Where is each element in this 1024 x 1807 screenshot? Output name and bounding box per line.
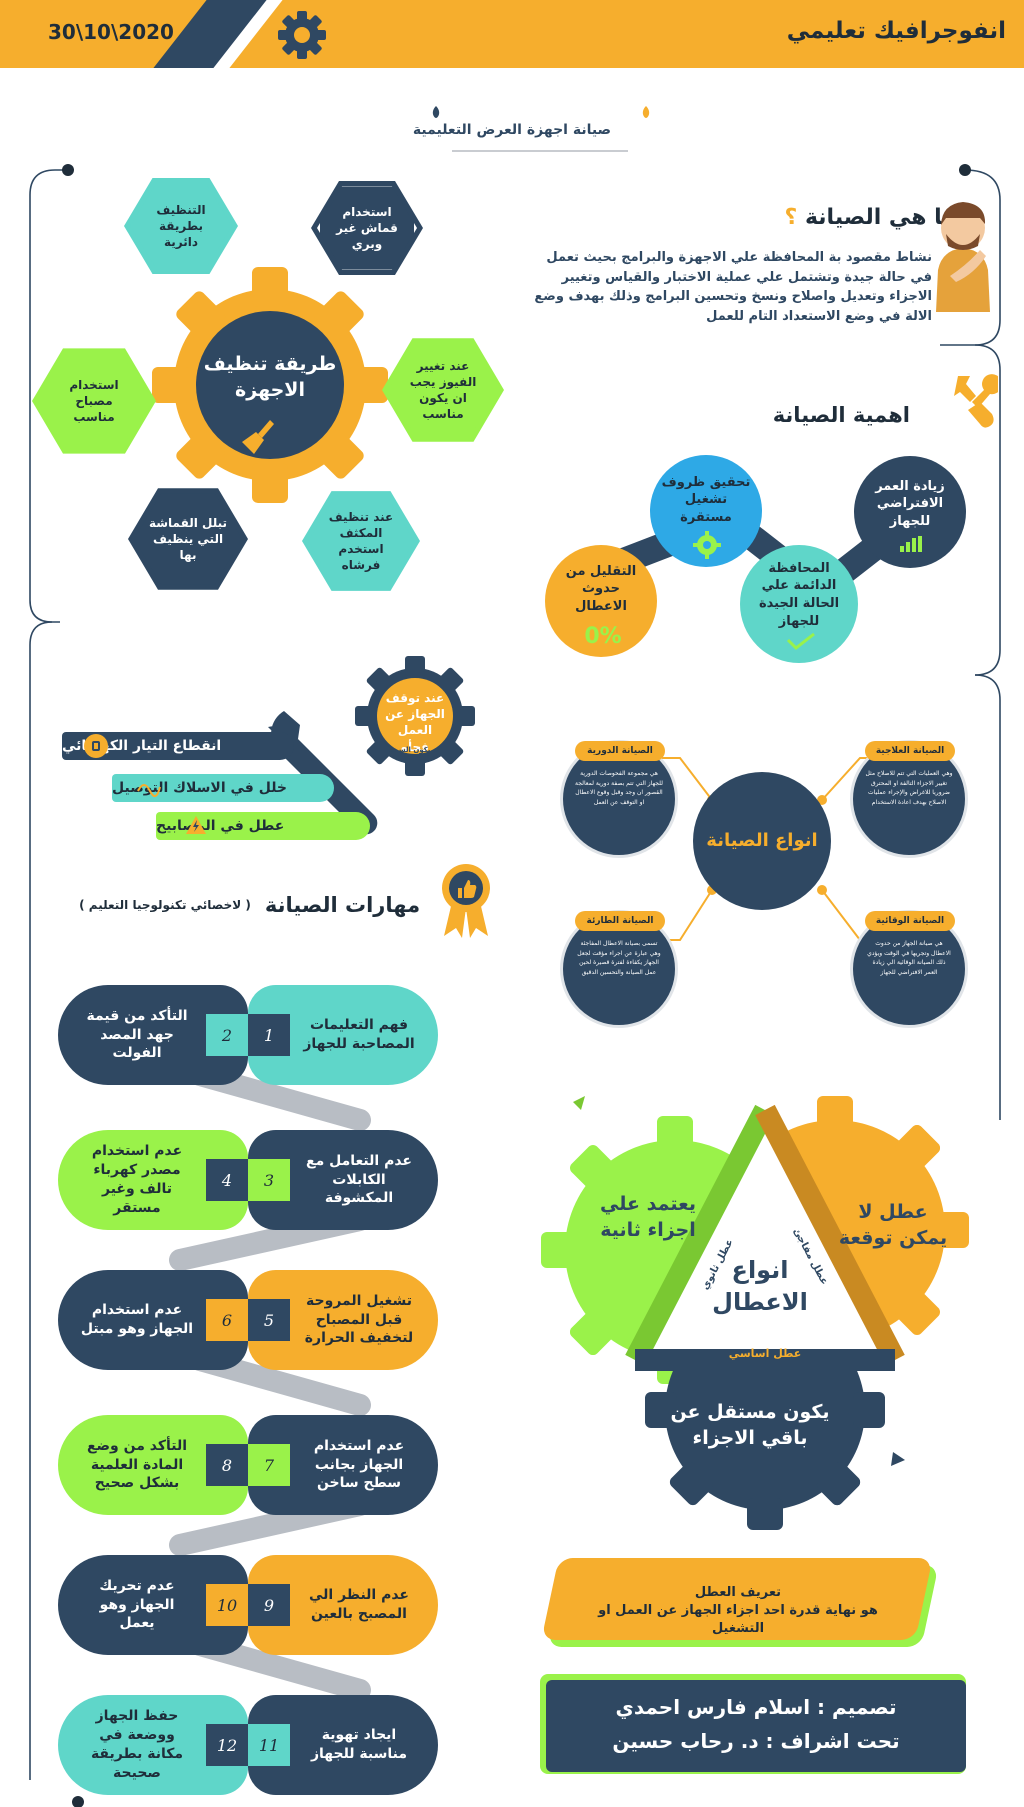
wrench-icon <box>268 711 378 835</box>
wires-icon <box>137 784 161 798</box>
stop-gear <box>355 656 475 776</box>
broom-icon <box>242 420 274 454</box>
skill-number: 1 <box>248 1014 290 1056</box>
skill-number: 6 <box>206 1299 248 1341</box>
cause-banner-lamps: عطل في المصابيح <box>156 812 370 840</box>
skill-number: 5 <box>248 1299 290 1341</box>
gear-icon <box>278 11 326 59</box>
cleaning-title: طريقة تنظيف الاجهزة <box>203 353 337 401</box>
faults-title: انواع الاعطال <box>712 1256 808 1317</box>
stop-title: عند توقف الجهاز عن العمل فجأه <box>385 691 445 754</box>
skill-number: 8 <box>206 1444 248 1486</box>
badge-thumbs-up-icon <box>442 864 490 938</box>
subtitle: صيانة اجهزة العرض التعليمية <box>412 122 612 138</box>
type-corrective: الصيانة العلاجية وهي العمليات التي تتم ل… <box>850 740 968 858</box>
skill-number: 10 <box>206 1584 248 1626</box>
skill-number: 12 <box>206 1724 248 1766</box>
checkmark-icon <box>786 632 815 650</box>
zero-percent: 0% <box>584 624 622 649</box>
page-date: 30\10\2020 <box>48 20 174 44</box>
skill-right: عدم النظر الي المصبح بالعين <box>248 1555 438 1655</box>
skill-number: 4 <box>206 1159 248 1201</box>
skill-number: 9 <box>248 1584 290 1626</box>
leaf-icon <box>432 106 440 118</box>
fault-green-text: يعتمد علي اجزاء ثانية <box>600 1193 696 1241</box>
type-preventive: الصيانة الوقائية هي صيانة الجهاز من حدوث… <box>850 910 968 1028</box>
type-emergency: الصيانة الطارئة تسمى بصيانة الاعطال المف… <box>560 910 678 1028</box>
skill-number: 11 <box>248 1724 290 1766</box>
credits-card <box>546 1680 966 1772</box>
warning-icon <box>186 816 206 834</box>
question-mark: ؟ <box>784 205 798 230</box>
importance-circle-condition: المحافظة الدائمة علي الحالة الجيدة للجها… <box>740 545 858 663</box>
label-basic-fault: عطل اساسي <box>728 1347 802 1360</box>
skills-note: ( لاخصائي تكنولوجيا التعليم ) <box>79 898 251 912</box>
plug-icon <box>84 734 108 758</box>
skill-number: 3 <box>248 1159 290 1201</box>
what-is-body: نشاط مقصود بة المحافظة علي الاجهزة والبر… <box>534 250 932 324</box>
what-is-title-text: ما هي الصيانة <box>804 205 956 230</box>
small-gear-icon <box>693 531 721 559</box>
definition-title: تعريف العطل <box>694 1585 782 1600</box>
subtitle-divider <box>452 150 628 152</box>
credits-supervision: تحت اشراف : د. رحاب حسين <box>612 1729 900 1753</box>
thinking-man-icon <box>936 202 990 312</box>
stop-cause-label: قد يكون السبب <box>388 746 442 754</box>
fault-orange-text: عطل لا يمكن توقعة <box>838 1201 948 1249</box>
cleaning-item-5: عند تنظيف المكثف استخدم فرشاه <box>308 496 414 586</box>
leaf-icon <box>642 106 650 118</box>
importance-circle-faults: التقليل من حدوث الاعطال <box>545 545 657 657</box>
types-center: انواع الصيانة <box>693 772 831 910</box>
type-periodic: الصيانة الدورية هي مجموعة الفحوصات الدور… <box>560 740 678 858</box>
faults-diagram <box>541 1096 969 1530</box>
credits-design: تصميم : اسلام فارس احمدي <box>615 1695 897 1719</box>
tools-icon <box>954 374 998 428</box>
skills-title: مهارات الصيانة <box>264 893 421 917</box>
importance-title: اهمية الصيانة <box>772 403 910 427</box>
cleaning-item-6: عند تغيير الفيوز يجب ان يكون مناسب <box>388 343 498 437</box>
fault-navy-text: يكون مستقل عن باقي الاجزاء <box>670 1401 830 1449</box>
skill-right: فهم التعليمات المصاحبة للجهاز <box>248 985 438 1085</box>
skill-number: 2 <box>206 1014 248 1056</box>
importance-circle-lifespan: زيادة العمر الافتراضي للجهاز <box>854 456 966 568</box>
page-title: انفوجرافيك تعليمي <box>786 18 1006 44</box>
skill-number: 7 <box>248 1444 290 1486</box>
definition-text: هو نهاية قدرة احد اجزاء الجهاز عن العمل … <box>598 1603 878 1636</box>
what-is-title: ما هي الصيانة ؟ <box>785 205 956 230</box>
cleaning-gear <box>152 267 388 503</box>
signal-bars-icon <box>900 536 922 552</box>
